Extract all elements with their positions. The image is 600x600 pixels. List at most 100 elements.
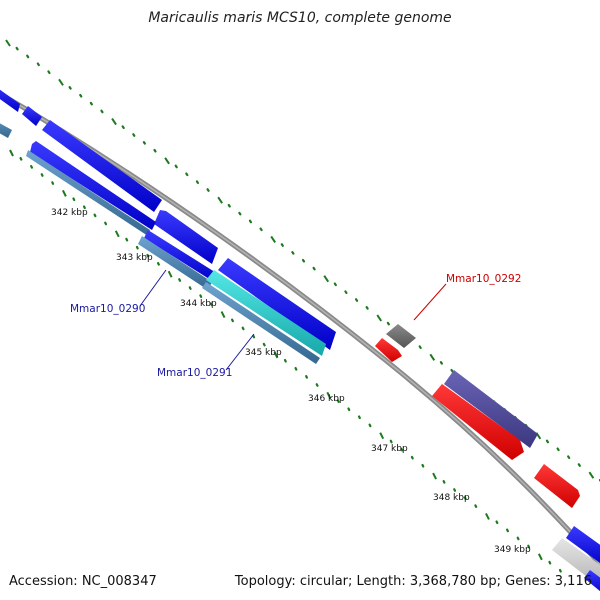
tick-mark [135,245,139,250]
tick-mark [354,298,359,302]
tick-mark [548,560,552,565]
accession-text: Accession: NC_008347 [9,574,157,589]
tick-mark [68,86,72,90]
tick-mark [121,125,125,130]
tick-mark [231,318,234,323]
tick-mark [227,203,231,208]
cds-feature [154,210,218,264]
tick-mark [89,101,93,106]
tick-label: 342 kbp [51,208,88,218]
tick-mark [386,321,390,326]
leader-line-mmar10-0292 [413,283,447,321]
tick-mark [30,165,34,169]
gene-label-mmar10-0292[interactable]: Mmar10_0292 [446,273,521,285]
tick-label: 344 kbp [180,299,217,309]
tick-mark [132,133,136,137]
cds-feature [22,106,42,126]
tick-mark [125,237,129,242]
tick-mark [270,235,277,243]
tick-mark [262,342,266,347]
genome-backbone-highlight [0,92,600,566]
tick-mark [252,334,256,339]
tick-mark [58,78,64,86]
tick-mark [326,391,332,399]
tick-mark [206,188,210,192]
tick-mark [188,286,192,290]
tick-mark [15,46,19,51]
tick-mark [26,54,30,59]
tick-mark [114,230,120,238]
tick-mark [185,172,189,177]
tick-mark [344,290,348,295]
tick-mark [280,243,284,247]
tick-mark [301,258,306,263]
tick-mark [5,39,11,47]
tick-mark [51,181,55,185]
tick-mark [220,311,226,318]
gene-label-mmar10-0290[interactable]: Mmar10_0290 [70,303,145,315]
tick-mark [93,213,97,218]
tick-mark [40,173,44,177]
cds-feature [138,236,212,290]
tick-mark [333,282,337,287]
tick-mark [537,553,543,561]
tick-label: 348 kbp [433,493,470,503]
tick-mark [167,270,173,278]
tick-label: 346 kbp [308,394,345,404]
gene-feature-red [432,384,524,460]
tick-mark [323,275,330,283]
cds-feature [0,89,20,112]
tick-mark [142,141,146,145]
gene-feature-blue [566,526,600,564]
tick-mark [47,70,51,75]
tick-mark [474,504,478,508]
forward-strand-genes [0,89,336,364]
gene-feature-purple [444,370,538,448]
tick-mark [61,189,67,197]
tick-mark [164,157,170,165]
leader-line-mmar10-0291 [225,333,255,371]
tick-mark [545,439,550,444]
tick-label: 343 kbp [116,253,153,263]
tick-mark [248,219,253,224]
tick-mark [195,180,200,185]
tick-mark [336,399,340,403]
tick-mark [273,351,279,359]
tick-mark [79,93,83,98]
tick-mark [516,536,520,541]
tick-mark [178,278,182,282]
tick-mark [146,253,150,258]
tick-mark [567,455,571,460]
tick-mark [259,227,263,232]
tick-mark [577,463,581,467]
cds-feature [42,120,162,212]
tick-mark [241,326,245,331]
tick-mark [556,447,560,452]
cds-feature [218,258,336,350]
tick-mark [506,528,509,533]
tick-mark [368,423,372,428]
map-title: Maricaulis maris MCS10, complete genome [148,10,452,26]
gene-label-mmar10-0291[interactable]: Mmar10_0291 [157,367,232,379]
tick-mark [305,375,309,379]
tick-mark [283,358,287,363]
tick-label: 349 kbp [494,545,531,555]
genome-summary-text: Topology: circular; Length: 3,368,780 bp… [234,574,592,589]
tick-mark [104,221,108,226]
tick-mark [153,148,157,153]
tick-mark [588,471,595,479]
tick-mark [429,353,436,361]
tick-mark [217,196,223,204]
tick-mark [291,251,295,255]
tick-mark [111,118,117,126]
tick-mark [156,261,160,266]
tick-mark [463,496,467,500]
leader-line-mmar10-0290 [139,269,167,307]
cds-feature [30,141,156,230]
tick-mark [199,294,203,298]
tick-mark [100,109,104,114]
gene-feature-gray [386,324,416,348]
tick-mark [315,383,319,387]
tick-mark [72,197,76,202]
